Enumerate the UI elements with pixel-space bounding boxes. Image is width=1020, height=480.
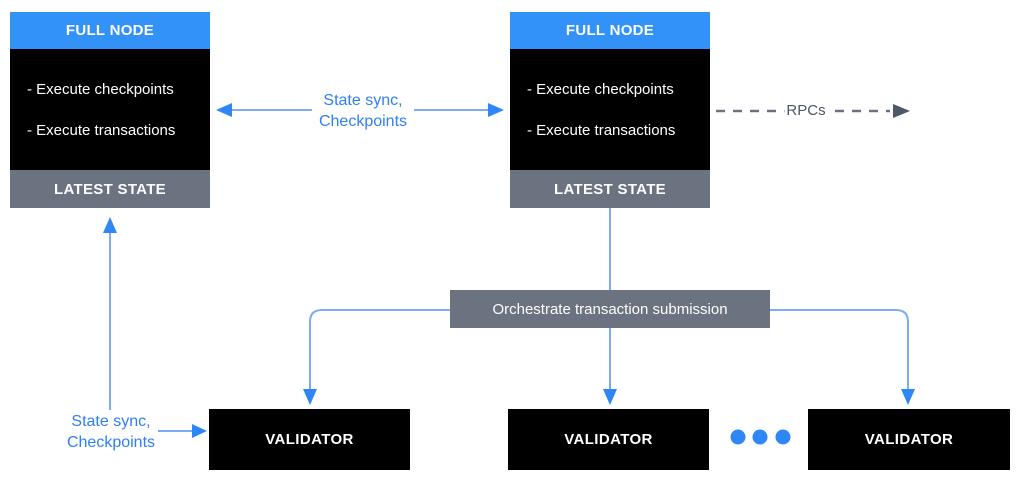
latest-state-up-arrow <box>103 217 117 410</box>
full-node-right: FULL NODE - Execute checkpoints - Execut… <box>510 12 710 208</box>
arrowhead-right-icon <box>488 103 504 117</box>
full-node-left-latest-state: LATEST STATE <box>10 170 210 208</box>
full-node-left-body: - Execute checkpoints - Execute transact… <box>10 49 210 170</box>
full-node-left-item-transactions: - Execute transactions <box>27 121 176 139</box>
ellipsis-dots-icon <box>730 429 791 445</box>
orchestrate-to-validator-1-arrow <box>303 309 450 405</box>
state-sync-top-label: State sync, Checkpoints <box>311 90 415 132</box>
state-sync-to-validator-1-arrow <box>158 424 207 438</box>
state-sync-bottom-label: State sync, Checkpoints <box>67 411 155 453</box>
full-node-left-item-checkpoints: - Execute checkpoints <box>27 80 174 98</box>
full-node-right-item-checkpoints: - Execute checkpoints <box>527 80 674 98</box>
full-node-right-latest-state: LATEST STATE <box>510 170 710 208</box>
orchestrate-to-validator-2-arrow <box>603 328 617 405</box>
orchestrate-to-validator-3-arrow <box>770 309 915 405</box>
validator-2: VALIDATOR <box>508 409 709 470</box>
arrowhead-up-icon <box>103 217 117 233</box>
validator-3: VALIDATOR <box>808 409 1010 470</box>
orchestrate-box: Orchestrate transaction submission <box>450 290 770 328</box>
full-node-right-body: - Execute checkpoints - Execute transact… <box>510 49 710 170</box>
state-sync-top-line2: Checkpoints <box>318 113 408 130</box>
rpcs-label: RPCs <box>784 101 828 121</box>
validator-1: VALIDATOR <box>209 409 410 470</box>
full-node-left-title: FULL NODE <box>10 12 210 49</box>
state-sync-top-line1: State sync, <box>323 92 403 109</box>
full-node-right-item-transactions: - Execute transactions <box>527 121 676 139</box>
full-node-left: FULL NODE - Execute checkpoints - Execut… <box>10 12 210 208</box>
arrowhead-down-right-icon <box>901 389 915 405</box>
full-node-right-title: FULL NODE <box>510 12 710 49</box>
arrowhead-rpcs-icon <box>893 104 910 118</box>
arrowhead-right-small-icon <box>192 424 207 438</box>
state-sync-bottom-line1: State sync, <box>71 413 151 430</box>
arrowhead-left-icon <box>216 103 232 117</box>
state-sync-bottom-line2: Checkpoints <box>66 434 156 451</box>
arrowhead-down-mid-icon <box>603 389 617 405</box>
arrowhead-down-left-icon <box>303 389 317 405</box>
